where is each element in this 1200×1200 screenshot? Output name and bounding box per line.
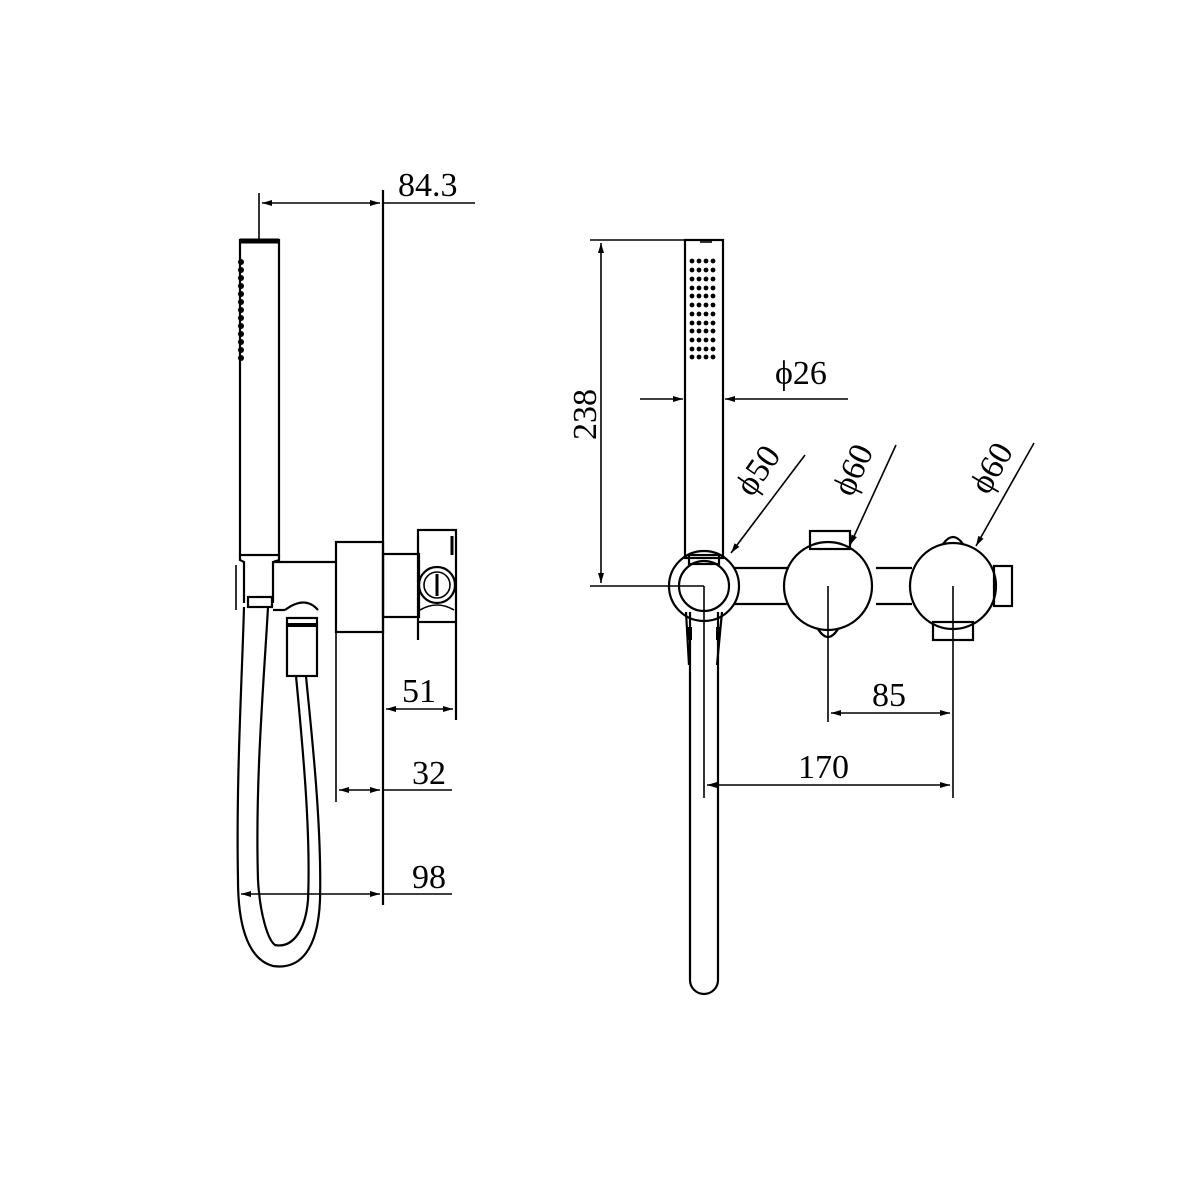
mixer-handle-1 bbox=[782, 529, 874, 722]
dim-label-51: 51 bbox=[402, 673, 436, 710]
dim-handshower-length: 238 bbox=[567, 239, 685, 583]
dim-hose-loop-offset: 98 bbox=[241, 859, 452, 897]
dim-label-phi60-2: ϕ60 bbox=[963, 437, 1021, 500]
dim-handshower-diameter: ϕ26 bbox=[640, 355, 848, 402]
nozzle-dots-icon bbox=[238, 259, 244, 361]
handshower-front bbox=[683, 238, 725, 560]
dim-handle2-diameter: ϕ60 bbox=[963, 437, 1035, 547]
mixer-handle-2 bbox=[908, 535, 1014, 798]
dim-outlet-to-handle: 170 bbox=[707, 749, 950, 788]
dim-label-170: 170 bbox=[798, 749, 849, 786]
dim-label-85: 85 bbox=[872, 677, 906, 714]
hose-front bbox=[684, 600, 724, 996]
handshower-side bbox=[235, 238, 281, 610]
holder-side bbox=[273, 540, 385, 678]
dim-mixer-projection: 51 bbox=[386, 673, 453, 712]
dim-label-phi26: ϕ26 bbox=[775, 355, 827, 392]
dim-plate-depth: 32 bbox=[335, 632, 452, 802]
mixer-body-front bbox=[734, 566, 912, 606]
dim-label-phi60-1: ϕ60 bbox=[826, 439, 881, 502]
dim-handle-spacing: 85 bbox=[831, 677, 950, 716]
dim-holder-diameter: ϕ50 bbox=[728, 439, 806, 554]
mixer-side bbox=[381, 528, 458, 720]
hose-side bbox=[236, 606, 322, 968]
dim-handshower-offset: 84.3 bbox=[258, 167, 475, 240]
dim-label-98: 98 bbox=[412, 859, 446, 896]
front-view: 238 ϕ26 ϕ50 ϕ60 ϕ60 85 bbox=[567, 238, 1035, 996]
dim-label-238: 238 bbox=[567, 389, 604, 440]
side-view: 84.3 51 32 98 bbox=[235, 167, 475, 968]
dim-label-phi50: ϕ50 bbox=[728, 439, 788, 503]
dim-label-84-3: 84.3 bbox=[398, 167, 458, 204]
handshower-holder-front bbox=[590, 549, 741, 623]
dim-label-32: 32 bbox=[412, 755, 446, 792]
spray-face-dots-icon bbox=[689, 258, 716, 360]
dim-handle1-diameter: ϕ60 bbox=[826, 439, 897, 546]
